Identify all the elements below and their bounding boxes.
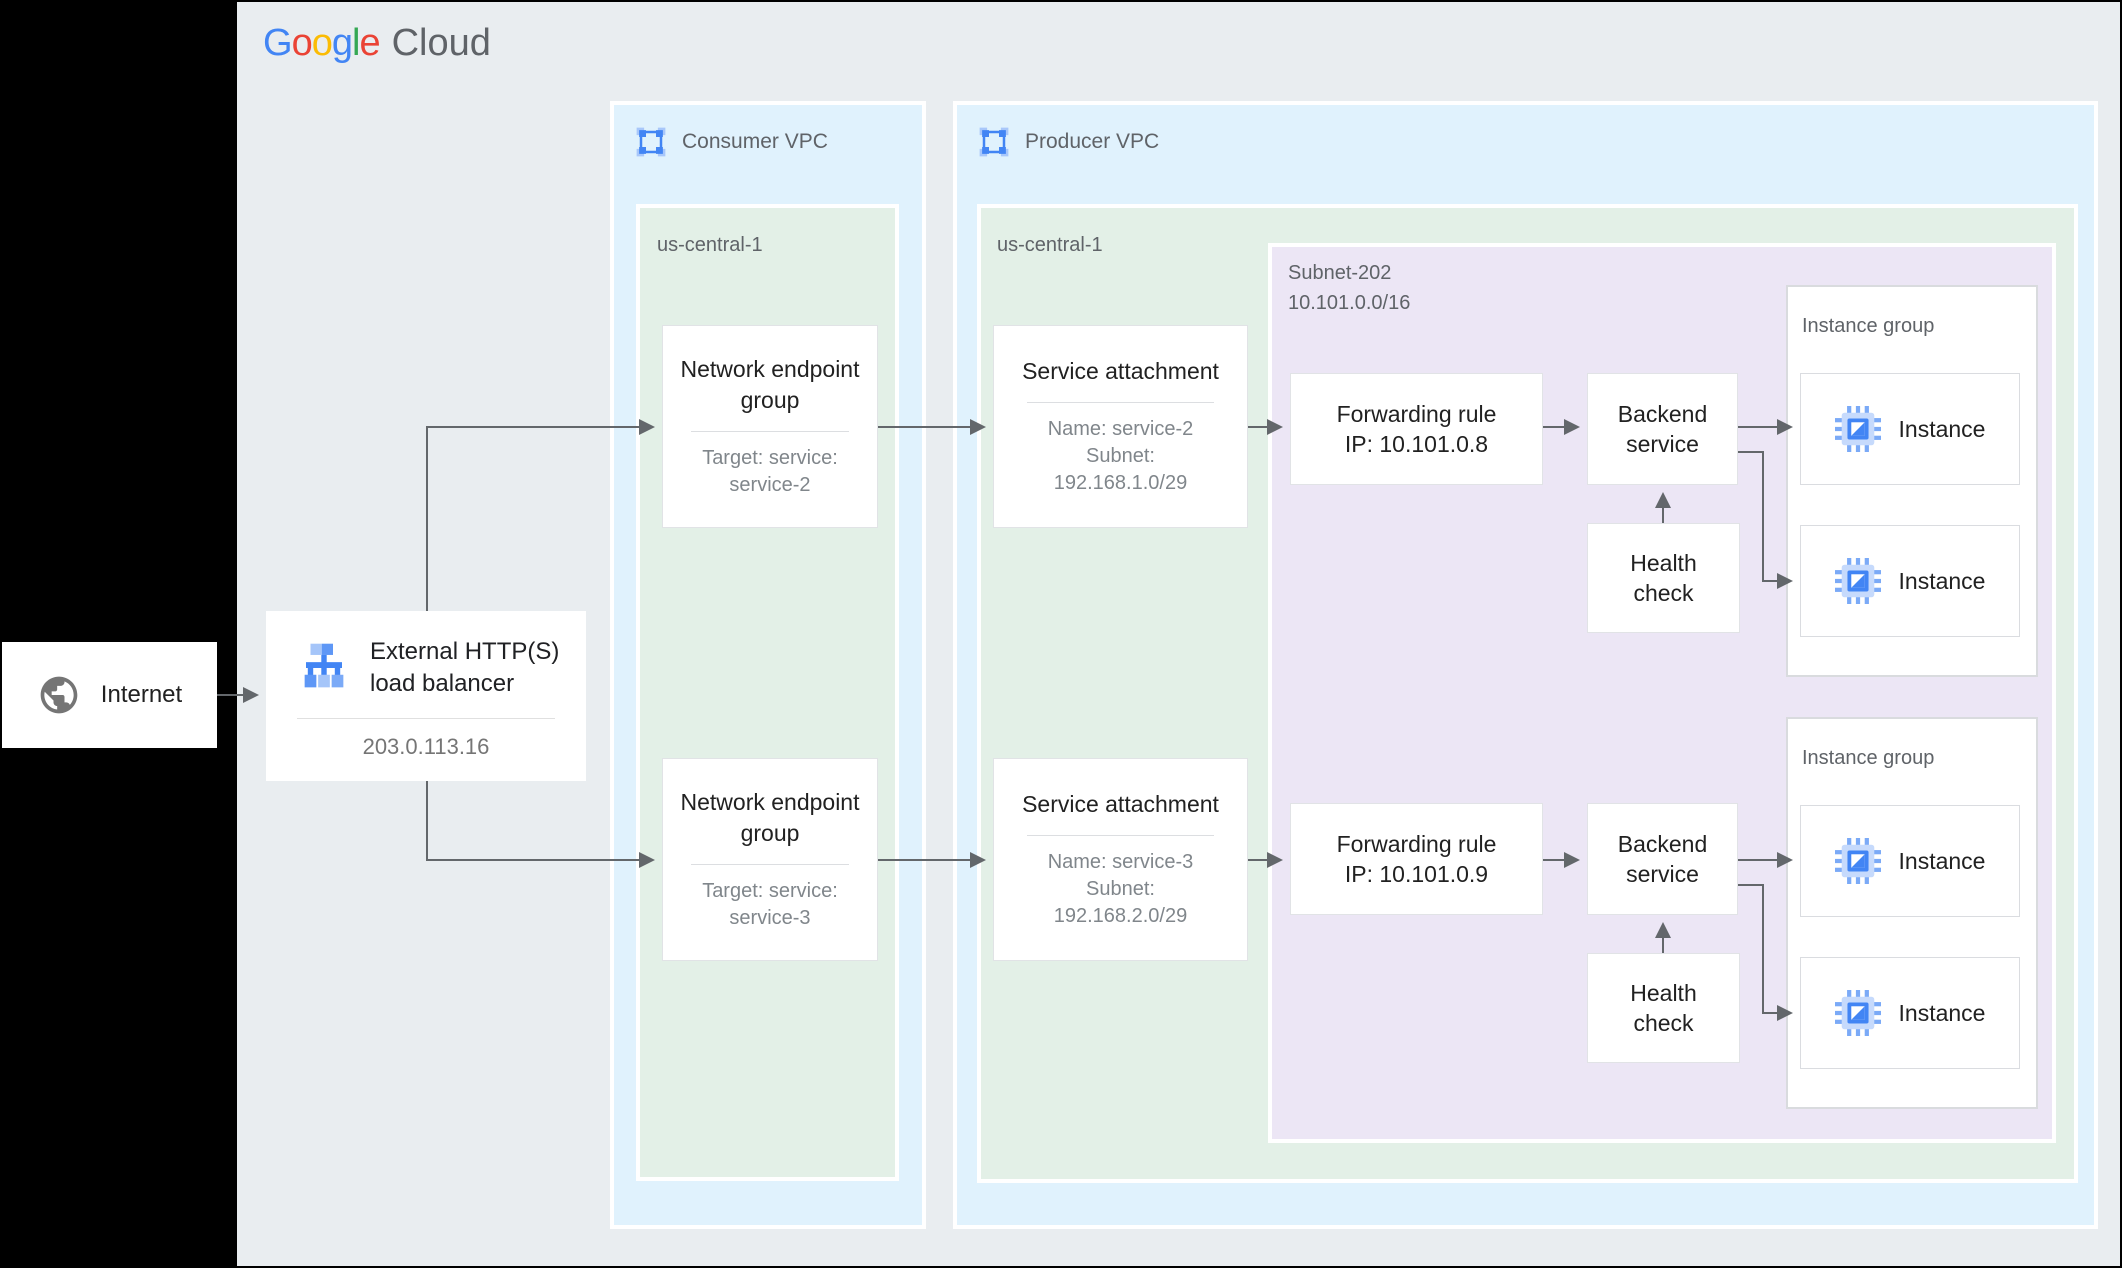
node-title: Forwarding rule [1336, 830, 1497, 857]
vpc-icon [979, 127, 1009, 157]
logo-letter: o [311, 22, 333, 64]
subnet-name: Subnet-202 [1288, 262, 1392, 284]
instance-node: Instance [1800, 805, 2020, 917]
subnet-cidr: 10.101.0.0/16 [1288, 292, 1411, 314]
instance-node: Instance [1800, 525, 2020, 637]
load-balancer-title-line: External HTTP(S) [370, 638, 560, 665]
region-label: us-central-1 [657, 234, 763, 256]
backend-service-node: Backend service [1587, 803, 1738, 915]
load-balancer-icon [304, 644, 344, 688]
instance-group-label: Instance group [1802, 747, 1935, 769]
instance-node: Instance [1800, 957, 2020, 1069]
consumer-vpc-header: Consumer VPC [636, 127, 828, 157]
region-label: us-central-1 [997, 234, 1103, 256]
node-title: Forwarding rule [1336, 400, 1497, 427]
node-title: Health check [1630, 549, 1697, 606]
forwarding-rule-ip: IP: 10.101.0.8 [1344, 431, 1489, 457]
google-cloud-logo: Google Cloud [263, 22, 491, 65]
node-title: Service attachment [1022, 357, 1219, 384]
forwarding-rule-node: Forwarding rule IP: 10.101.0.9 [1290, 803, 1543, 915]
divider [297, 717, 555, 719]
compute-instance-icon [1834, 406, 1881, 452]
node-detail-line: service-3 [729, 906, 811, 929]
globe-icon [40, 676, 78, 714]
load-balancer-ip: 203.0.113.16 [362, 733, 490, 759]
node-detail-line: Name: service-2 [1047, 418, 1194, 441]
node-detail-line: 192.168.1.0/29 [1053, 472, 1188, 495]
node-detail-line: Subnet: [1086, 445, 1155, 468]
network-endpoint-group-node: Network endpoint group Target: service: … [662, 325, 878, 528]
divider [690, 430, 850, 432]
vpc-icon [636, 127, 666, 157]
instance-label: Instance [1898, 999, 1986, 1026]
consumer-vpc-label: Consumer VPC [682, 130, 828, 153]
instance-group-label: Instance group [1802, 315, 1935, 337]
internet-label: Internet [100, 681, 183, 708]
logo-letter: o [291, 22, 313, 64]
node-title: Health check [1630, 979, 1697, 1036]
instance-label: Instance [1898, 567, 1986, 594]
load-balancer-title-line: load balancer [370, 670, 515, 698]
forwarding-rule-ip: IP: 10.101.0.9 [1344, 861, 1489, 887]
node-detail-line: Target: service: [702, 879, 838, 902]
health-check-node: Health check [1587, 523, 1740, 633]
subnet-label: Subnet-202 10.101.0.0/16 [1288, 258, 1410, 318]
divider [690, 863, 850, 865]
logo-letter: G [263, 22, 293, 64]
node-detail-line: Subnet: [1086, 878, 1155, 901]
node-detail-line: Target: service: [702, 446, 838, 469]
forwarding-rule-node: Forwarding rule IP: 10.101.0.8 [1290, 373, 1543, 485]
network-endpoint-group-node: Network endpoint group Target: service: … [662, 758, 878, 961]
producer-vpc-label: Producer VPC [1025, 130, 1160, 153]
node-title: Service attachment [1022, 790, 1219, 817]
logo-letter: g [331, 22, 353, 64]
backend-service-node: Backend service [1587, 373, 1738, 485]
load-balancer-node: External HTTP(S) load balancer 203.0.113… [266, 611, 586, 781]
internet-node: Internet [2, 642, 217, 748]
node-detail-line: service-2 [729, 473, 811, 496]
health-check-node: Health check [1587, 953, 1740, 1063]
logo-product-name: Cloud [391, 22, 491, 64]
divider [1026, 402, 1215, 404]
service-attachment-node: Service attachment Name: service-2 Subne… [993, 325, 1248, 528]
node-title: Network endpoint group [680, 789, 860, 846]
compute-instance-icon [1834, 838, 1881, 884]
instance-label: Instance [1898, 847, 1986, 874]
logo-letter: l [351, 22, 361, 64]
divider [1026, 835, 1215, 837]
node-detail-line: Name: service-3 [1047, 851, 1194, 874]
instance-label: Instance [1898, 415, 1986, 442]
instance-node: Instance [1800, 373, 2020, 485]
node-title: Backend service [1617, 400, 1708, 457]
node-detail-line: 192.168.2.0/29 [1053, 905, 1188, 928]
logo-letter: e [359, 22, 380, 64]
node-title: Backend service [1617, 830, 1708, 887]
node-title: Network endpoint group [680, 356, 860, 413]
compute-instance-icon [1834, 558, 1881, 604]
load-balancer-title: External HTTP(S) load balancer [370, 636, 559, 701]
compute-instance-icon [1834, 990, 1881, 1036]
producer-vpc-header: Producer VPC [979, 127, 1159, 157]
left-black-panel [0, 0, 237, 1268]
service-attachment-node: Service attachment Name: service-3 Subne… [993, 758, 1248, 961]
